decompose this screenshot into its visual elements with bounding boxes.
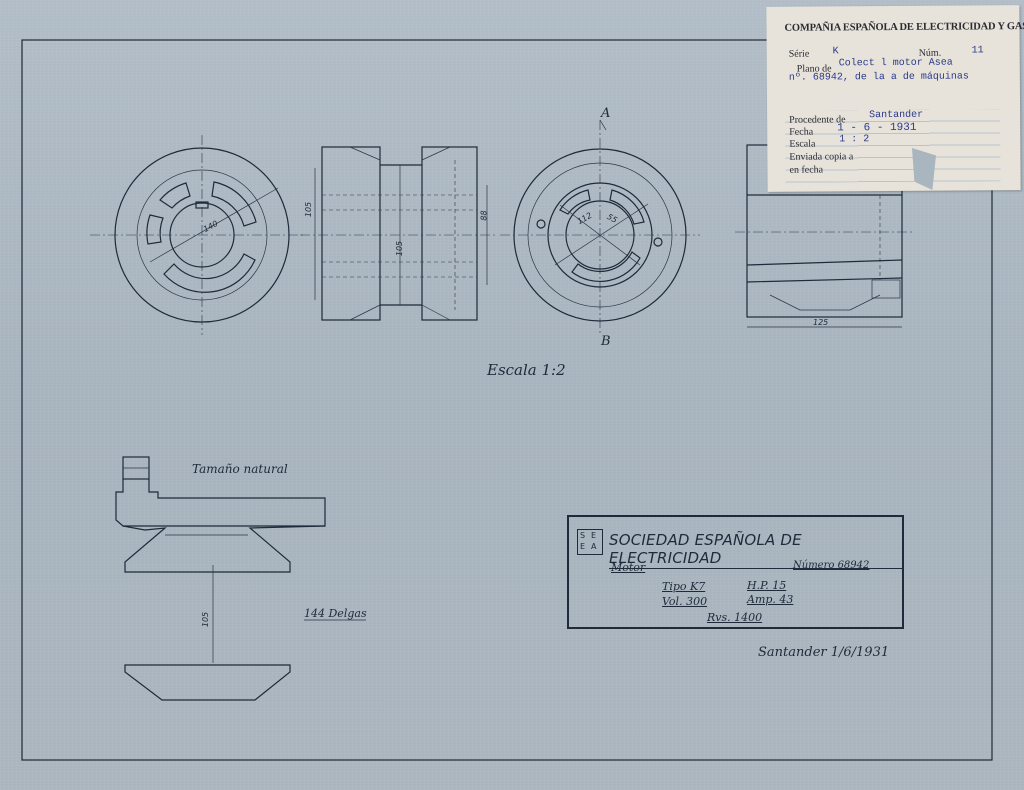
label-serie-val: K: [832, 46, 839, 58]
motor-tipo: Tipo K7: [662, 580, 706, 593]
section-label-a: A: [601, 106, 611, 121]
motor-number: Número 68942: [793, 560, 870, 571]
border-frame: [21, 39, 993, 761]
label-fecha-val: 1 - 6 - 1931: [837, 121, 917, 135]
title-block: S E E A SOCIEDAD ESPAÑOLA DE ELECTRICIDA…: [567, 515, 904, 629]
side-view-right: [735, 144, 915, 328]
label-serie-key: Série: [788, 48, 810, 60]
natural-size-detail: [115, 456, 326, 701]
company-logo: S E E A: [577, 529, 603, 555]
motor-rvs: Rvs. 1400: [707, 611, 763, 624]
delgas-label: 144 Delgas: [304, 607, 367, 620]
end-view-right: [500, 119, 700, 335]
label-escala-val: 1 : 2: [839, 134, 870, 146]
dim-105-center: 105: [395, 240, 405, 257]
end-view-left: [90, 135, 305, 335]
label-procedente-val: Santander: [869, 109, 924, 122]
motor-hp: H.P. 15: [747, 579, 787, 592]
dim-88: 88: [479, 210, 489, 221]
scale-label: Escala 1:2: [487, 361, 566, 379]
company-name: SOCIEDAD ESPAÑOLA DE ELECTRICIDAD: [609, 531, 902, 569]
archive-label: COMPAÑIA ESPAÑOLA DE ELECTRICIDAD Y GAS …: [766, 5, 1024, 192]
label-en-fecha-key: en fecha: [789, 164, 824, 176]
motor-label: Motor: [611, 561, 646, 574]
motor-vol: Vol. 300: [662, 595, 708, 608]
motor-amp: Amp. 43: [747, 593, 794, 606]
natural-size-label: Tamaño natural: [192, 462, 288, 476]
label-plano-val1: Colect l motor Asea: [838, 57, 953, 70]
section-label-b: B: [601, 334, 611, 349]
label-plano-val2: nº. 68942, de la a de máquinas: [788, 71, 969, 84]
dim-105-left: 105: [304, 201, 314, 218]
dim-105-detail: 105: [201, 611, 211, 628]
label-escala-key: Escala: [789, 138, 816, 150]
section-view-left: [300, 146, 495, 321]
place-date: Santander 1/6/1931: [758, 645, 890, 660]
label-num-val: 11: [971, 45, 984, 57]
label-header: COMPAÑIA ESPAÑOLA DE ELECTRICIDAD Y GAS …: [784, 21, 1024, 34]
label-fecha-key: Fecha: [789, 126, 814, 138]
dim-125: 125: [813, 318, 829, 327]
label-enviada-key: Enviada copia a: [789, 151, 854, 163]
